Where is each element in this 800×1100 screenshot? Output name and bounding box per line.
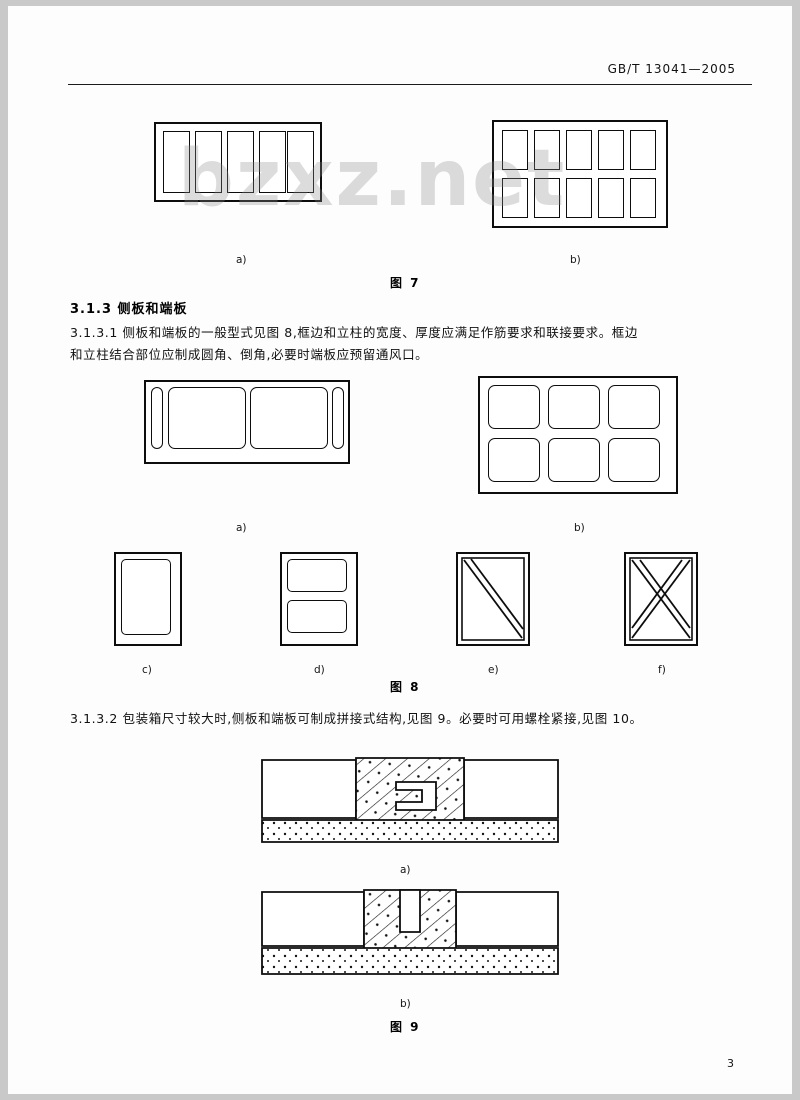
figure-9a-drawing <box>260 754 560 854</box>
figure-7b-drawing <box>492 120 668 228</box>
figure-7b-panel <box>598 130 624 170</box>
figure-8b-label: b) <box>574 522 585 534</box>
figure-9b-drawing <box>260 886 560 986</box>
page-number: 3 <box>727 1057 734 1070</box>
header-rule <box>68 84 752 85</box>
figure-7b-panel <box>534 130 560 170</box>
figure-7-caption: 图 7 <box>390 276 421 290</box>
figure-7b-panel <box>502 130 528 170</box>
paragraph-3-1-3-1-line2: 和立柱结合部位应制成圆角、倒角,必要时端板应预留通风口。 <box>70 347 429 362</box>
figure-8f-drawing <box>624 552 698 646</box>
figure-8b-panel <box>548 385 600 429</box>
figure-8d-panel <box>287 600 347 633</box>
figure-7a-panel <box>287 131 314 193</box>
figure-8b-panel <box>548 438 600 482</box>
figure-8b-drawing <box>478 376 678 494</box>
figure-7a-panel <box>195 131 222 193</box>
figure-8c-panel <box>121 559 171 635</box>
figure-8a-panel <box>250 387 328 449</box>
figure-7a-panel <box>227 131 254 193</box>
figure-8a-panel <box>168 387 246 449</box>
figure-7b-panel <box>566 178 592 218</box>
figure-7a-panel <box>163 131 190 193</box>
figure-8f-label: f) <box>658 664 666 676</box>
figure-8f-cross-brace <box>629 557 693 641</box>
figure-9a-section <box>261 757 559 843</box>
document-page: GB/T 13041—2005 a) b) 图 7 3.1.3 侧板和端板 3.… <box>8 6 792 1094</box>
figure-8e-label: e) <box>488 664 499 676</box>
figure-9b-section <box>261 889 559 975</box>
figure-8d-drawing <box>280 552 358 646</box>
figure-8d-label: d) <box>314 664 325 676</box>
figure-8e-diagonal-brace <box>461 557 525 641</box>
figure-7b-label: b) <box>570 254 581 266</box>
paragraph-3-1-3-2-line1: 3.1.3.2 包装箱尺寸较大时,侧板和端板可制成拼接式结构,见图 9。必要时可… <box>70 711 643 726</box>
figure-8e-drawing <box>456 552 530 646</box>
figure-9b-label: b) <box>400 998 411 1010</box>
figure-8-caption: 图 8 <box>390 680 421 694</box>
figure-7a-label: a) <box>236 254 247 266</box>
figure-7b-panel <box>534 178 560 218</box>
figure-9-caption: 图 9 <box>390 1020 421 1034</box>
figure-7b-panel <box>630 130 656 170</box>
figure-7b-panel <box>566 130 592 170</box>
figure-8b-panel <box>488 438 540 482</box>
figure-8c-drawing <box>114 552 182 646</box>
figure-9a-label: a) <box>400 864 411 876</box>
figure-8b-panel <box>608 438 660 482</box>
paragraph-3-1-3-1-line1: 3.1.3.1 侧板和端板的一般型式见图 8,框边和立柱的宽度、厚度应满足作筋要… <box>70 325 639 340</box>
figure-8b-panel <box>488 385 540 429</box>
figure-7a-panel <box>259 131 286 193</box>
figure-8a-label: a) <box>236 522 247 534</box>
standard-code-header: GB/T 13041—2005 <box>607 62 736 76</box>
figure-8a-drawing <box>144 380 350 464</box>
figure-7b-panel <box>598 178 624 218</box>
figure-7a-drawing <box>154 122 322 202</box>
figure-8d-panel <box>287 559 347 592</box>
figure-8b-panel <box>608 385 660 429</box>
figure-7b-panel <box>630 178 656 218</box>
figure-8a-side-sliver <box>151 387 163 449</box>
section-heading-3-1-3: 3.1.3 侧板和端板 <box>70 302 188 317</box>
figure-8c-label: c) <box>142 664 152 676</box>
figure-8a-side-sliver <box>332 387 344 449</box>
figure-7b-panel <box>502 178 528 218</box>
